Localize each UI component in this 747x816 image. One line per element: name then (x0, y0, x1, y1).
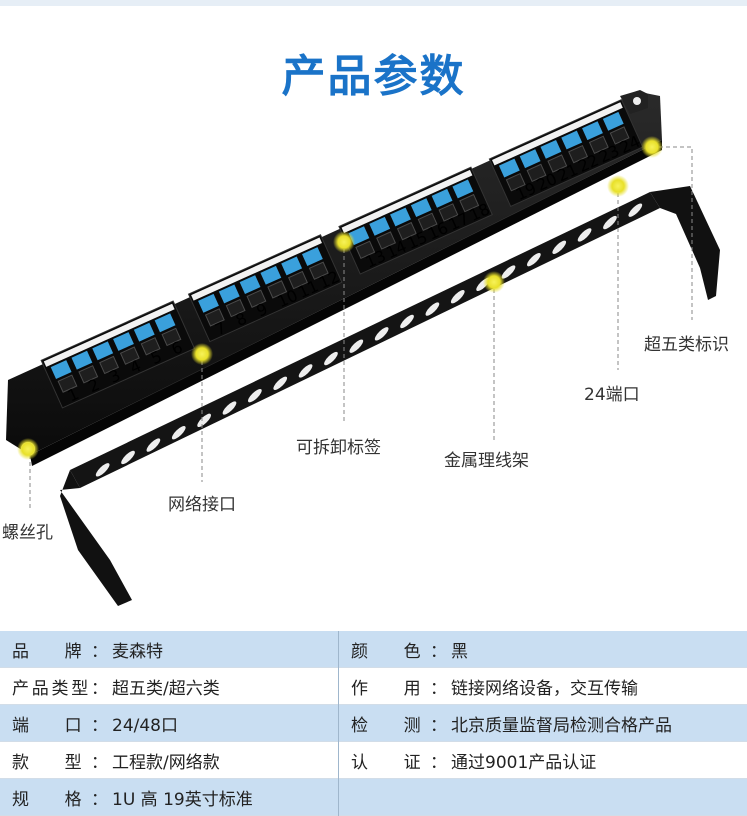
highlight-cable-manager (483, 271, 505, 293)
spec-value: 24/48口 (112, 716, 178, 736)
spec-label: 认 证： (351, 748, 447, 773)
spec-value: 工程款/网络款 (112, 753, 220, 773)
callout-24-ports: 24端口 (584, 380, 640, 405)
callout-screw-hole: 螺丝孔 (2, 518, 53, 543)
spec-cell: 检 测：北京质量监督局检测合格产品 (339, 705, 747, 742)
spec-row: 端 口：24/48口 检 测：北京质量监督局检测合格产品 (0, 705, 747, 742)
callout-metal-cable-manager: 金属理线架 (444, 446, 529, 471)
spec-label: 作 用： (351, 674, 447, 699)
spec-cell: 颜 色：黑 (339, 631, 747, 668)
cable-manager-left-bracket (60, 470, 132, 606)
spec-label: 产品类型： (12, 674, 108, 699)
spec-row: 产品类型：超五类/超六类 作 用：链接网络设备，交互传输 (0, 668, 747, 705)
spec-value: 通过9001产品认证 (451, 753, 596, 773)
spec-value: 北京质量监督局检测合格产品 (451, 716, 672, 736)
spec-label: 款 型： (12, 748, 108, 773)
spec-cell: 作 用：链接网络设备，交互传输 (339, 668, 747, 705)
spec-cell: 端 口：24/48口 (0, 705, 339, 742)
spec-label: 端 口： (12, 711, 108, 736)
spec-row: 规 格：1U 高 19英寸标准 (0, 779, 747, 816)
spec-label: 规 格： (12, 785, 108, 810)
spec-row: 品 牌：麦森特 颜 色：黑 (0, 631, 747, 668)
highlight-network-interface (191, 343, 213, 365)
spec-row: 款 型：工程款/网络款 认 证：通过9001产品认证 (0, 742, 747, 779)
spec-cell: 规 格：1U 高 19英寸标准 (0, 779, 339, 816)
spec-value: 超五类/超六类 (112, 679, 220, 699)
spec-value: 黑 (451, 642, 468, 662)
highlight-24-ports (607, 175, 629, 197)
callout-removable-label: 可拆卸标签 (296, 433, 381, 458)
spec-cell: 款 型：工程款/网络款 (0, 742, 339, 779)
spec-label: 检 测： (351, 711, 447, 736)
spec-cell: 产品类型：超五类/超六类 (0, 668, 339, 705)
spec-value: 链接网络设备，交互传输 (451, 679, 638, 699)
spec-value: 1U 高 19英寸标准 (112, 790, 253, 810)
spec-label: 颜 色： (351, 637, 447, 662)
spec-cell: 认 证：通过9001产品认证 (339, 742, 747, 779)
spec-label: 品 牌： (12, 637, 108, 662)
highlight-removable-label (333, 231, 355, 253)
spec-table: 品 牌：麦森特 颜 色：黑 产品类型：超五类/超六类 作 用：链接网络设备，交互… (0, 631, 747, 816)
spec-cell: 品 牌：麦森特 (0, 631, 339, 668)
highlight-cat5e-mark (641, 136, 663, 158)
cable-manager-right-bracket (650, 186, 720, 300)
spec-value: 麦森特 (112, 642, 163, 662)
highlight-screw-hole (17, 438, 39, 460)
callout-network-interface: 网络接口 (168, 490, 236, 515)
spec-cell (339, 779, 747, 816)
callout-cat5e-mark: 超五类标识 (644, 330, 729, 355)
